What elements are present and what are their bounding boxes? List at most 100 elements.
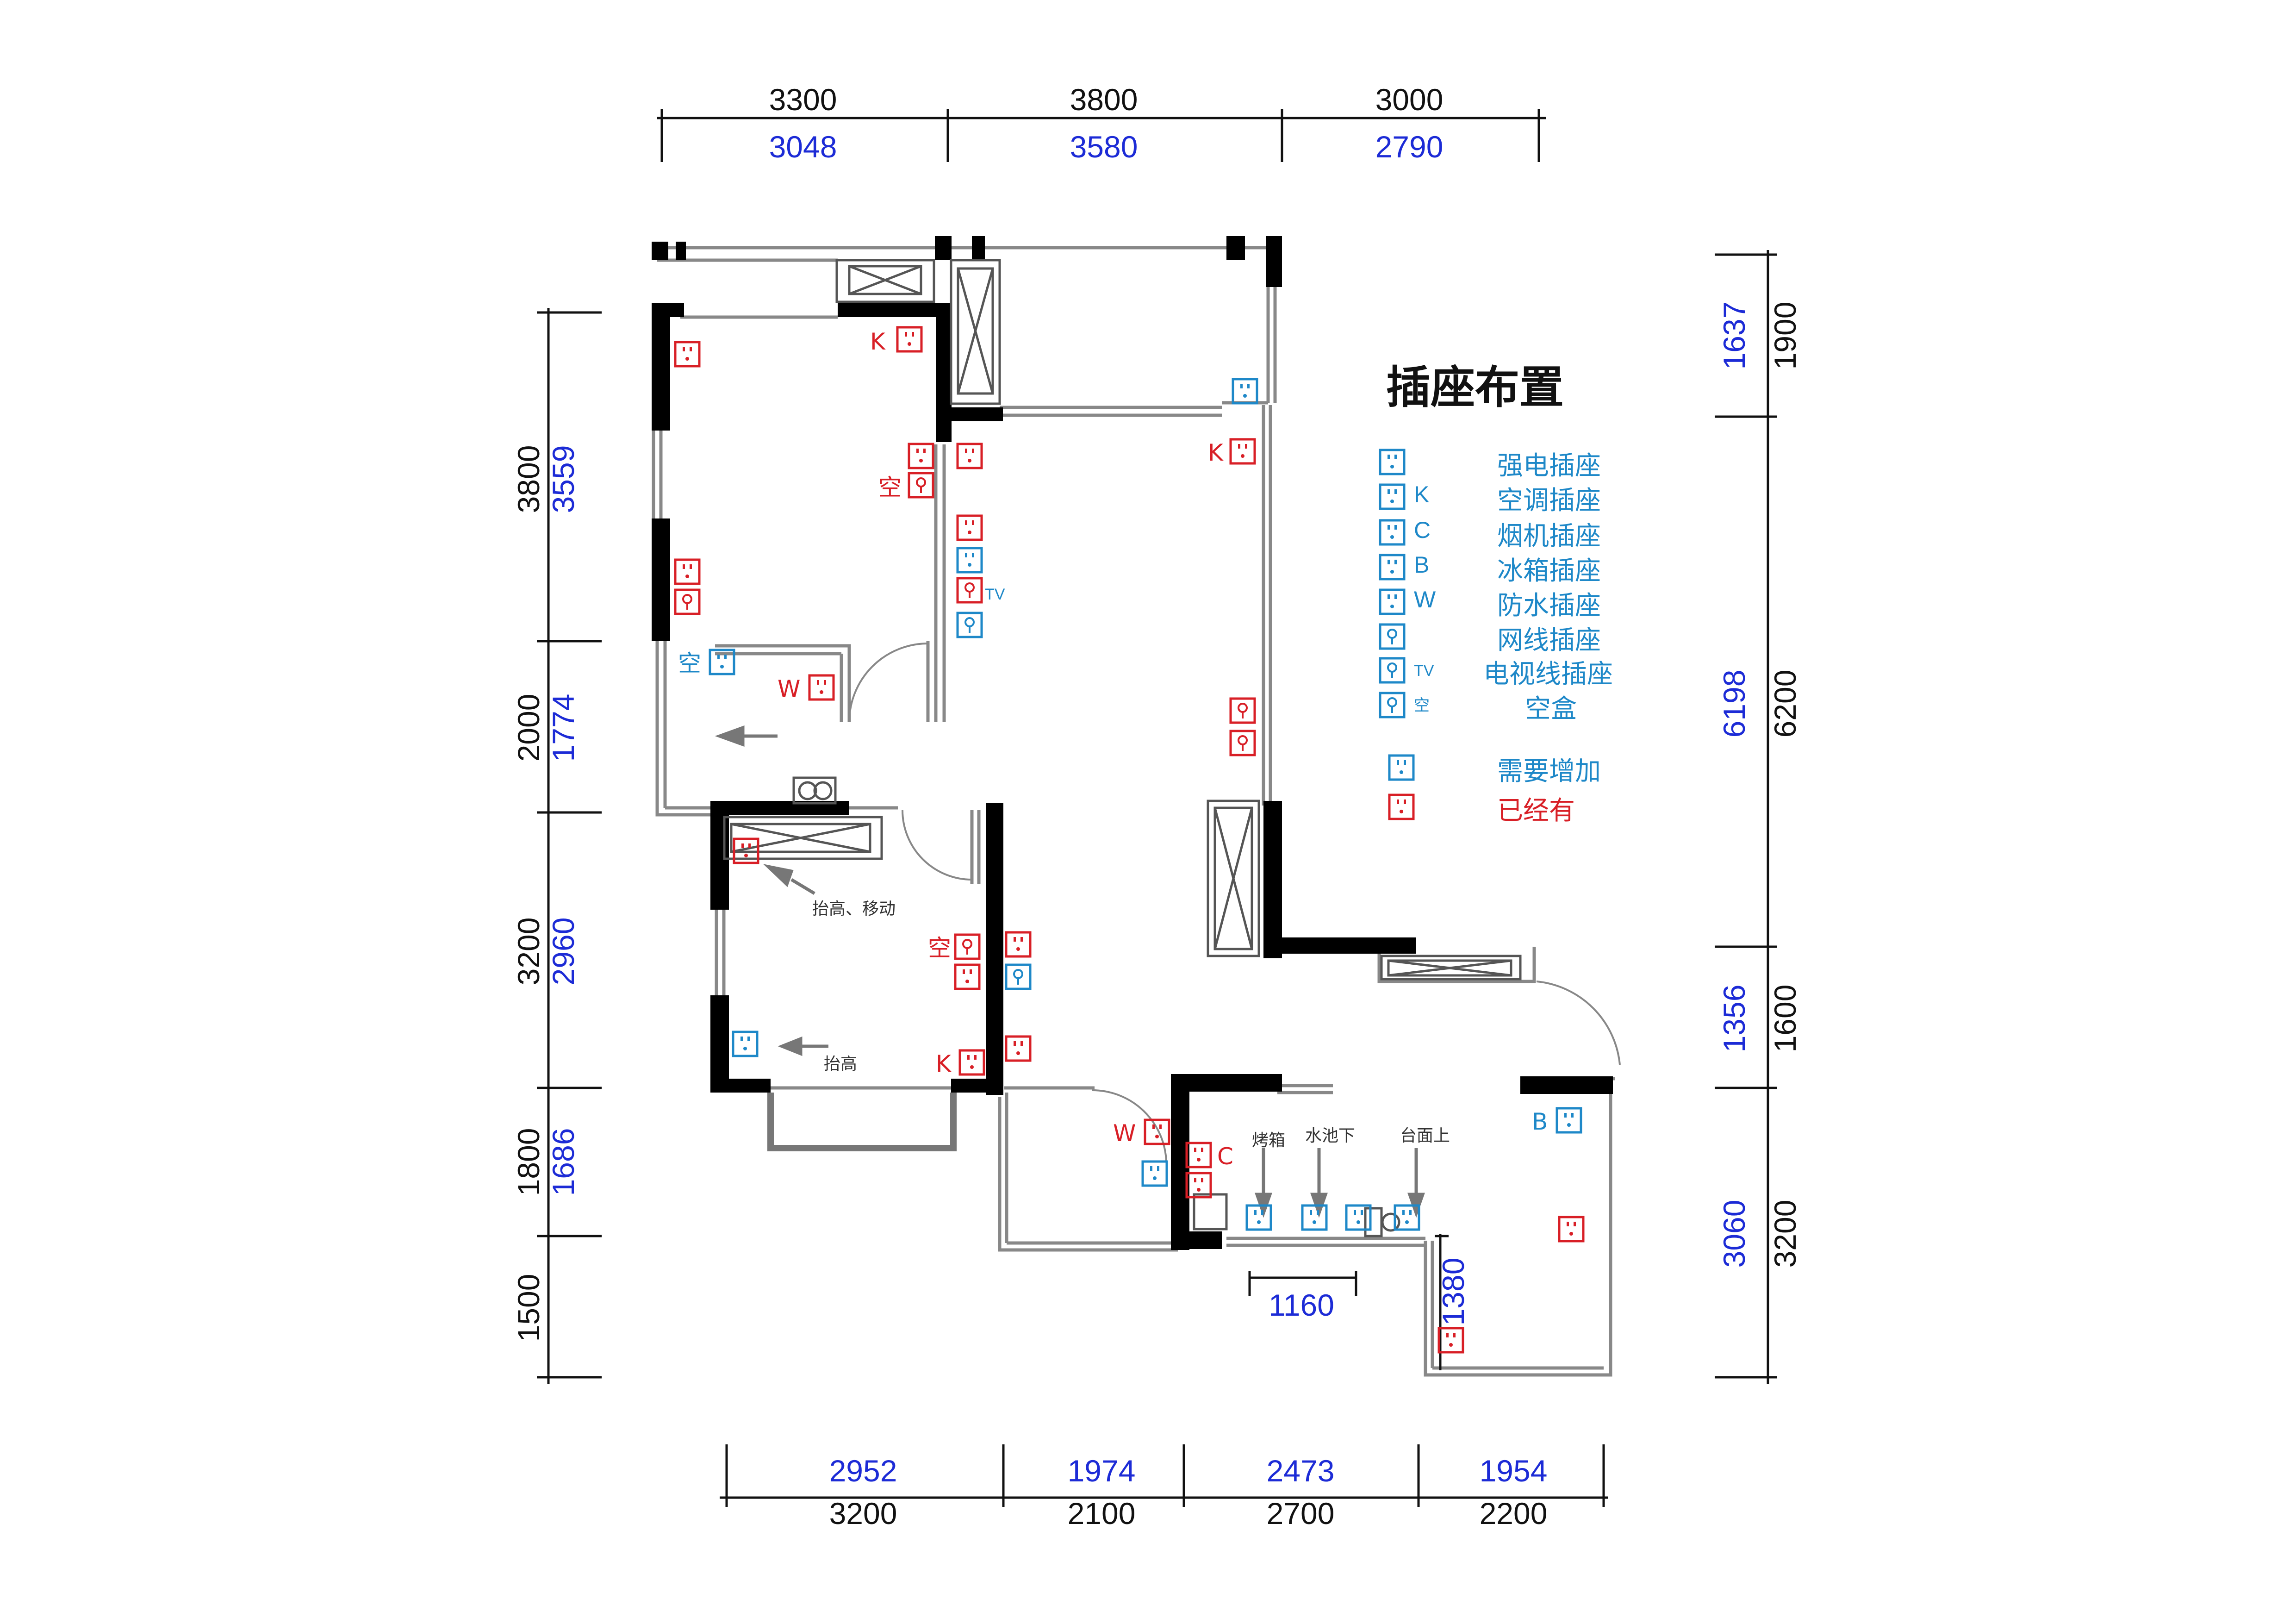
label-c-kitchen: C xyxy=(1217,1143,1233,1170)
fixtures xyxy=(792,776,1400,1237)
legend-status-add: 需要增加 xyxy=(1497,756,1601,787)
power-socket-icon xyxy=(958,444,982,468)
power-socket-icon xyxy=(1380,485,1404,509)
dim-left-design-3: 3200 xyxy=(511,918,546,986)
cabinets xyxy=(723,259,1522,981)
dim-kitchen-depth: 1380 xyxy=(1436,1258,1470,1326)
power-socket-icon xyxy=(955,965,979,989)
network-socket-icon xyxy=(1006,965,1030,989)
dim-top-design-2: 3800 xyxy=(1070,82,1138,117)
hood-socket-icon xyxy=(1187,1143,1211,1167)
legend-text-5: 防水插座 xyxy=(1497,591,1601,621)
waterproof-socket-icon xyxy=(809,675,834,700)
note-raise: 抬高 xyxy=(824,1055,857,1074)
legend-text-4: 冰箱插座 xyxy=(1497,556,1601,586)
dim-bottom-design-1: 3200 xyxy=(829,1496,897,1530)
dim-top-design-1: 3300 xyxy=(769,82,837,117)
legend-text-6: 网线插座 xyxy=(1497,625,1601,656)
power-socket-icon xyxy=(1143,1162,1167,1186)
legend-tag-8: 空 xyxy=(1414,697,1430,714)
dim-top-measured-3: 2790 xyxy=(1375,130,1444,164)
legend-text-2: 空调插座 xyxy=(1497,486,1601,516)
dim-right-measured-3: 1356 xyxy=(1717,985,1751,1053)
legend: 插座布置 K C B W TV 空 强电插座 空调插座 烟机插座 冰箱插座 防水… xyxy=(1380,362,1613,826)
label-ac-bed2: K xyxy=(936,1050,952,1077)
dim-left-measured-3: 2960 xyxy=(546,918,580,986)
label-kong-bed2: 空 xyxy=(928,935,951,962)
fridge-socket-icon xyxy=(1557,1108,1581,1132)
power-socket-icon xyxy=(1439,1328,1463,1352)
dim-right-design-1: 1900 xyxy=(1768,302,1802,370)
dim-right-measured-2: 6198 xyxy=(1717,670,1751,738)
note-raise-move: 抬高、移动 xyxy=(812,899,896,918)
power-socket-icon xyxy=(1006,1037,1030,1061)
power-socket-icon xyxy=(675,560,699,584)
note-countertop: 台面上 xyxy=(1400,1126,1450,1145)
dim-bottom-design-3: 2700 xyxy=(1267,1496,1335,1530)
ac-socket-icon xyxy=(960,1050,984,1074)
power-socket-icon xyxy=(1380,555,1404,579)
power-socket-icon xyxy=(675,342,699,366)
dimension-bottom xyxy=(720,1444,1608,1507)
label-b-kitchen: B xyxy=(1532,1108,1548,1135)
dim-top-design-3: 3000 xyxy=(1375,82,1444,117)
power-socket-icon xyxy=(1233,379,1257,403)
power-socket-icon xyxy=(1380,590,1404,614)
dim-right-design-3: 1600 xyxy=(1768,985,1802,1053)
dim-right-design-4: 3200 xyxy=(1768,1200,1802,1268)
power-socket-icon xyxy=(958,516,982,540)
thick-walls xyxy=(652,236,1613,1250)
power-socket-icon xyxy=(1389,756,1413,780)
dim-right-design-2: 6200 xyxy=(1768,670,1802,738)
oven-socket-icon xyxy=(1247,1206,1271,1230)
power-socket-icon xyxy=(909,444,933,468)
dimension-left xyxy=(537,308,602,1384)
network-socket-icon xyxy=(1380,693,1404,717)
label-w-bath: W xyxy=(1113,1120,1136,1147)
legend-text-1: 强电插座 xyxy=(1497,451,1601,481)
note-under-sink: 水池下 xyxy=(1305,1126,1355,1145)
dim-top-measured-2: 3580 xyxy=(1070,130,1138,164)
waterproof-socket-icon xyxy=(1145,1120,1169,1144)
power-socket-icon xyxy=(1389,795,1413,819)
label-ac-bed1: K xyxy=(870,328,886,355)
label-kong-bed1: 空 xyxy=(878,474,902,501)
arrows xyxy=(715,725,1425,1218)
power-socket-icon xyxy=(1380,520,1404,544)
under-sink-socket-icon xyxy=(1302,1206,1326,1230)
legend-text-7: 电视线插座 xyxy=(1483,659,1613,689)
network-socket-icon xyxy=(1231,699,1255,723)
legend-tag-7: TV xyxy=(1414,662,1434,680)
legend-text-3: 烟机插座 xyxy=(1497,521,1601,551)
network-socket-icon xyxy=(909,473,933,497)
network-socket-icon xyxy=(1380,625,1404,649)
label-ac-living: K xyxy=(1208,439,1224,466)
legend-status-existing: 已经有 xyxy=(1497,796,1575,826)
dim-bottom-measured-2: 1974 xyxy=(1068,1454,1136,1488)
ac-socket-icon xyxy=(897,327,921,351)
network-socket-icon xyxy=(675,590,699,614)
power-socket-icon xyxy=(1006,932,1030,956)
dim-left-design-1: 3800 xyxy=(511,445,546,513)
thin-walls xyxy=(652,246,1621,1377)
legend-tag-3: C xyxy=(1414,517,1431,543)
legend-tag-4: B xyxy=(1414,552,1429,578)
label-tv: TV xyxy=(985,586,1005,603)
label-kong-corridor: 空 xyxy=(678,650,701,677)
legend-title: 插座布置 xyxy=(1386,362,1564,413)
dim-right-measured-4: 3060 xyxy=(1717,1200,1751,1268)
power-socket-icon xyxy=(733,1032,757,1056)
dim-bottom-design-4: 2200 xyxy=(1480,1496,1548,1530)
network-socket-icon xyxy=(958,613,982,637)
dim-left-design-2: 2000 xyxy=(511,694,546,762)
power-socket-icon xyxy=(1559,1217,1583,1241)
dim-top-measured-1: 3048 xyxy=(769,130,837,164)
network-socket-icon xyxy=(1231,731,1255,755)
legend-tag-5: W xyxy=(1414,587,1436,612)
dim-left-measured-1: 3559 xyxy=(546,445,580,513)
dimension-right xyxy=(1715,250,1777,1384)
empty-box-icon xyxy=(955,935,979,959)
dim-bottom-measured-3: 2473 xyxy=(1267,1454,1335,1488)
dim-left-design-5: 1500 xyxy=(511,1274,546,1342)
